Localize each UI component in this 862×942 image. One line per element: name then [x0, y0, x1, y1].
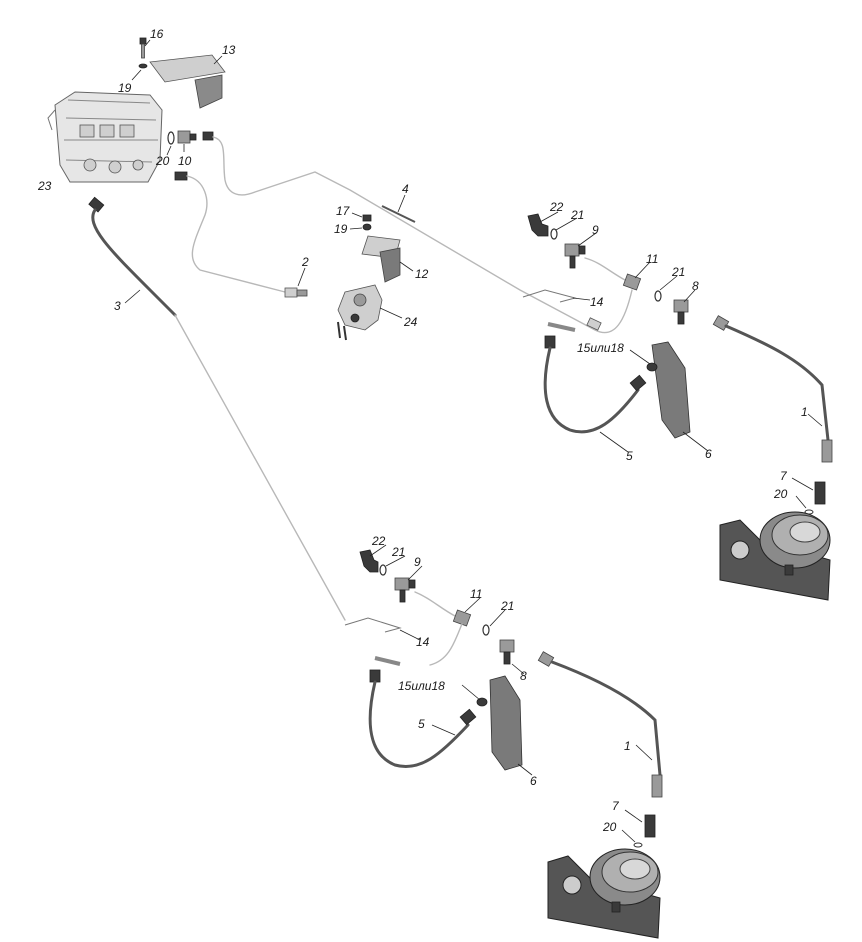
label-part-5b: 5	[418, 717, 425, 731]
bracket-6-b	[489, 675, 523, 771]
label-part-12: 12	[415, 267, 429, 281]
label-part-8: 8	[692, 279, 699, 293]
nut-15-upper	[646, 362, 658, 372]
label-part-19b: 19	[334, 222, 348, 236]
nut-11	[622, 273, 642, 291]
tube-15-b	[374, 656, 401, 666]
label-part-3: 3	[114, 299, 121, 313]
bracket-13	[149, 54, 226, 109]
fitting-10	[177, 130, 197, 144]
fitting-22-b	[359, 549, 379, 573]
washer-20	[167, 131, 175, 145]
leader-lines	[124, 39, 823, 843]
label-part-9b: 9	[414, 555, 421, 569]
bolt-7	[814, 481, 826, 505]
label-part-16: 16	[150, 27, 164, 41]
nut-11-b	[452, 609, 472, 627]
pipe-3	[88, 196, 346, 621]
clamp-14	[522, 289, 577, 303]
label-part-6: 6	[705, 447, 712, 461]
pipe-4	[202, 131, 633, 334]
label-part-2: 2	[301, 255, 309, 269]
bolt-7-b	[644, 814, 656, 838]
label-part-4: 4	[402, 182, 409, 196]
elbow-8-b	[499, 639, 515, 665]
hose-5	[543, 335, 647, 434]
pipe-1	[712, 315, 833, 463]
valve-24	[337, 284, 383, 341]
label-part-7b: 7	[612, 799, 620, 813]
brake-chamber-upper	[719, 511, 831, 601]
tube-15	[547, 322, 576, 332]
label-part-22b: 22	[371, 534, 386, 548]
label-part-24: 24	[403, 315, 418, 329]
label-part-5: 5	[626, 449, 633, 463]
tee-9-b	[394, 577, 416, 603]
bracket-6	[651, 341, 691, 439]
nut-17	[362, 214, 372, 222]
label-part-21b: 21	[671, 265, 685, 279]
tee-9	[564, 243, 586, 269]
ring-21	[550, 228, 558, 240]
ring-21-d	[482, 624, 490, 636]
pipe-1-b	[537, 651, 663, 798]
label-part-21c: 21	[391, 545, 405, 559]
label-part-15-18: 15или18	[577, 341, 624, 355]
bracket-12	[361, 235, 401, 283]
label-part-7: 7	[780, 469, 788, 483]
label-part-19: 19	[118, 81, 132, 95]
label-part-14b: 14	[416, 635, 430, 649]
washer-19-b	[362, 223, 372, 231]
upper-assembly	[522, 213, 833, 601]
label-part-21d: 21	[500, 599, 514, 613]
label-part-17: 17	[336, 204, 351, 218]
callout-labels: 16 13 19 20 10 23 4 17 19 12 2 3 24 22 2…	[37, 27, 808, 834]
brake-chamber-lower	[547, 848, 661, 939]
elbow-8	[673, 299, 689, 325]
label-part-11b: 11	[470, 587, 482, 601]
label-part-8b: 8	[520, 669, 527, 683]
hose-5-b	[368, 669, 477, 768]
clamp-14-b	[344, 617, 402, 633]
fitting-22	[527, 213, 549, 237]
label-part-23: 23	[37, 179, 52, 193]
washer-20-c	[633, 842, 643, 848]
washer-19	[138, 63, 148, 69]
label-part-1: 1	[801, 405, 808, 419]
label-part-21: 21	[570, 208, 584, 222]
label-part-22: 22	[549, 200, 564, 214]
pipe-2	[174, 171, 308, 298]
label-part-20c: 20	[602, 820, 617, 834]
label-part-15-18b: 15или18	[398, 679, 445, 693]
label-part-13: 13	[222, 43, 236, 57]
label-part-20b: 20	[773, 487, 788, 501]
label-part-11: 11	[646, 252, 658, 266]
bolt-16	[139, 37, 147, 59]
label-part-14: 14	[590, 295, 604, 309]
lower-assembly	[344, 549, 663, 939]
engine-block	[47, 91, 163, 183]
ring-21-b	[654, 290, 662, 302]
label-part-1b: 1	[624, 739, 631, 753]
label-part-6b: 6	[530, 774, 537, 788]
label-part-10: 10	[178, 154, 192, 168]
label-part-9: 9	[592, 223, 599, 237]
ring-21-c	[379, 564, 387, 576]
label-part-20: 20	[155, 154, 170, 168]
